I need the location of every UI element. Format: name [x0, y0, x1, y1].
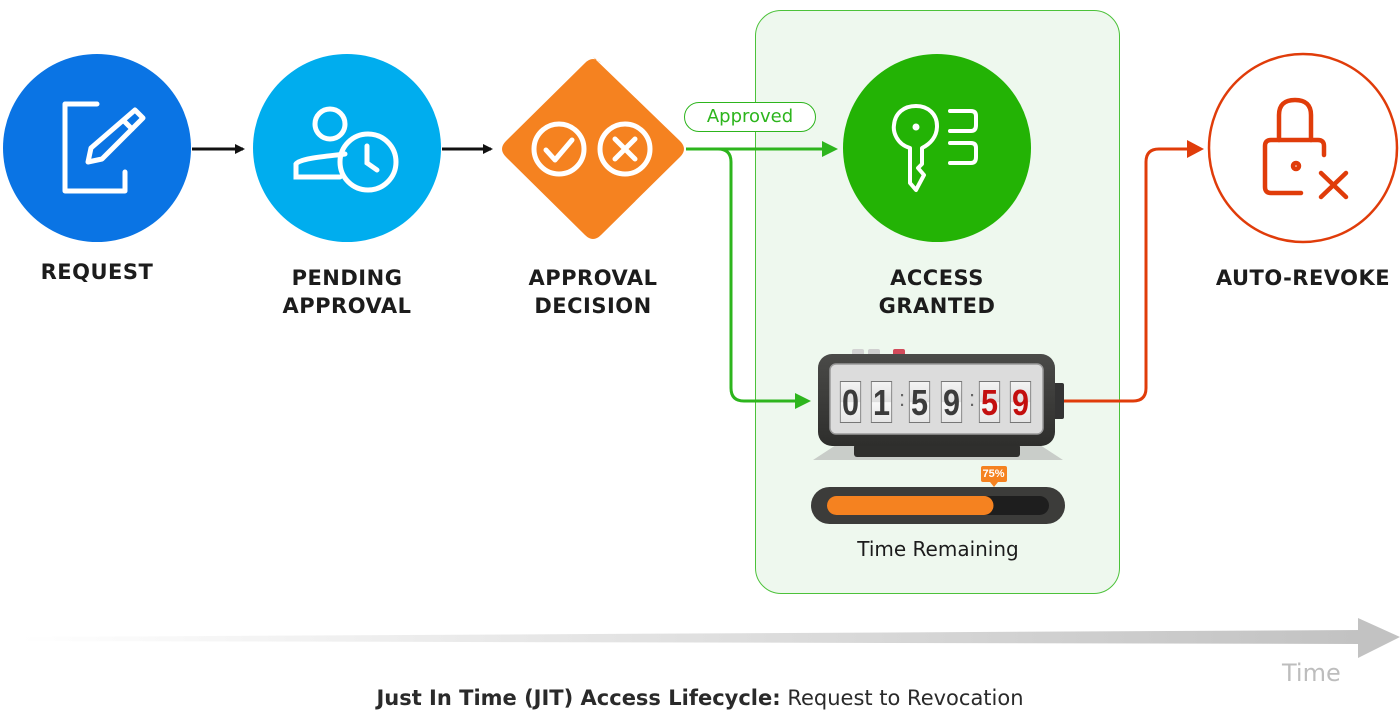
decision-diamond [502, 57, 684, 239]
stage-label-decision: APPROVAL DECISION [496, 264, 690, 320]
stage-label-line: GRANTED [878, 294, 996, 318]
stage-label-line: ACCESS [890, 266, 984, 290]
stage-label-line: APPROVAL [528, 266, 658, 290]
stage-label-line: APPROVAL [282, 294, 412, 318]
revoke-circle [1207, 52, 1399, 244]
stage-label-line: DECISION [534, 294, 652, 318]
time-axis-arrowhead [1358, 618, 1400, 658]
stage-label-granted: ACCESS GRANTED [840, 264, 1034, 320]
time-remaining-bar [811, 487, 1065, 524]
check-x-icon [531, 121, 653, 177]
time-axis [20, 618, 1400, 658]
timer-digit-seconds-tens: 5 [978, 381, 1001, 423]
diagram-caption: Just In Time (JIT) Access Lifecycle: Req… [0, 686, 1400, 710]
timer-colon: : [969, 386, 976, 411]
stage-label-pending: PENDING APPROVAL [250, 264, 444, 320]
key-icon [891, 104, 978, 192]
time-axis-label: Time [1282, 659, 1341, 687]
timer-digit-hours-tens: 0 [839, 381, 862, 423]
stage-label-line: PENDING [291, 266, 403, 290]
arrow-timer-to-revoke [1064, 147, 1188, 403]
edit-document-icon [62, 101, 146, 194]
arrowhead-granted [822, 141, 838, 157]
progress-percent-badge: 75% [980, 466, 1007, 487]
stage-label-revoke: AUTO-REVOKE [1200, 264, 1400, 292]
revoke-connector [1064, 140, 1204, 403]
stage-decision-node [502, 57, 684, 239]
stage-label-line: AUTO-REVOKE [1215, 266, 1391, 290]
lock-x-icon [1262, 97, 1349, 200]
stage-pending-node [253, 54, 441, 242]
timer-digit-hours-ones: 1 [870, 381, 893, 423]
approved-connectors [686, 141, 838, 409]
approved-edge-label: Approved [684, 102, 816, 132]
user-clock-icon [293, 106, 399, 193]
granted-circle [843, 54, 1031, 242]
timer-colon: : [899, 386, 906, 411]
timer-digit-minutes-ones: 9 [940, 381, 963, 423]
caption-title: Just In Time (JIT) Access Lifecycle: [376, 686, 781, 710]
caption-subtitle: Request to Revocation [780, 686, 1024, 710]
arrowhead-timer [795, 393, 811, 409]
progress-fill [827, 496, 994, 515]
time-axis-shaft [20, 630, 1360, 644]
pending-circle [253, 54, 441, 242]
stage-request-node [3, 54, 191, 242]
arrow-decision-to-timer [717, 147, 796, 403]
timer-digit-seconds-ones: 9 [1009, 381, 1032, 423]
stage-label-request: REQUEST [0, 258, 194, 286]
stage-label-line: REQUEST [40, 260, 154, 284]
request-circle [3, 54, 191, 242]
arrowhead-revoke [1187, 140, 1204, 158]
timer-digit-minutes-tens: 5 [908, 381, 931, 423]
clock-stand [854, 444, 1020, 457]
stage-revoke-node [1207, 52, 1399, 244]
time-remaining-label: Time Remaining [857, 537, 1019, 561]
stage-granted-node [843, 54, 1031, 242]
